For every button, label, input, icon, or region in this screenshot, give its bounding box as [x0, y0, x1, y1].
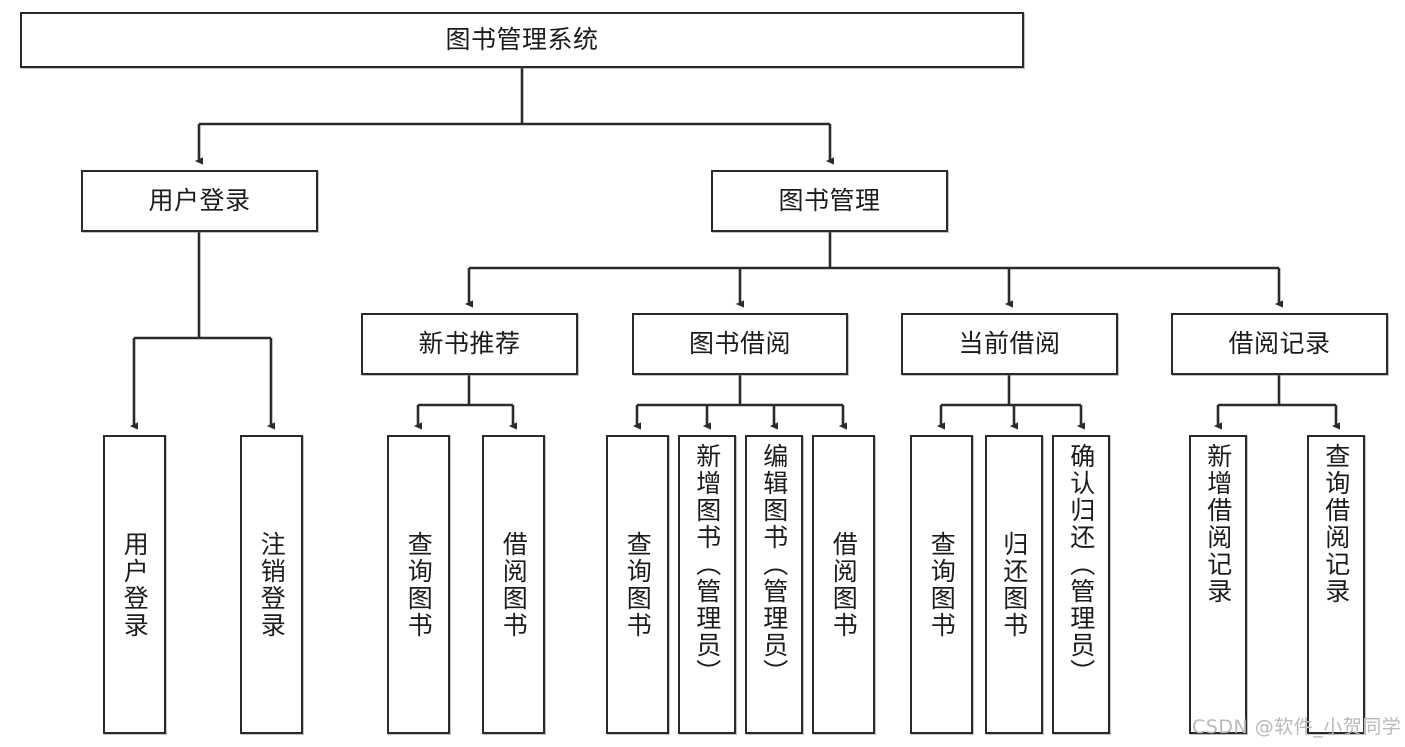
leaf-add-book[interactable]: 新增图书（管理员） — [678, 435, 736, 734]
connector-group-user-login — [129, 232, 276, 430]
leaf-borrow-book-rec[interactable]: 借阅图书 — [482, 435, 545, 734]
node-root-system[interactable]: 图书管理系统 — [20, 12, 1024, 68]
connector-group-root — [194, 68, 835, 165]
node-new-book-recommend[interactable]: 新书推荐 — [361, 313, 578, 375]
node-current-borrow[interactable]: 当前借阅 — [901, 313, 1118, 375]
leaf-confirm-return[interactable]: 确认归还（管理员） — [1052, 435, 1110, 734]
leaf-query-book-cur[interactable]: 查询图书 — [910, 435, 973, 734]
leaf-edit-book[interactable]: 编辑图书（管理员） — [745, 435, 803, 734]
leaf-query-borrow-rec[interactable]: 查询借阅记录 — [1307, 435, 1365, 734]
node-label: 新增借阅记录 — [1203, 443, 1233, 605]
connector-group-book-borrow — [632, 375, 848, 430]
node-label: 借阅图书 — [499, 530, 529, 639]
node-label: 新增图书（管理员） — [692, 443, 722, 686]
node-label: 新书推荐 — [418, 329, 521, 359]
leaf-return-book[interactable]: 归还图书 — [985, 435, 1043, 734]
node-label: 查询图书 — [623, 530, 653, 639]
node-label: 查询借阅记录 — [1321, 443, 1351, 605]
leaf-add-borrow-rec[interactable]: 新增借阅记录 — [1189, 435, 1247, 734]
node-book-borrow[interactable]: 图书借阅 — [632, 313, 848, 375]
node-label: 归还图书 — [999, 530, 1029, 639]
node-label: 确认归还（管理员） — [1066, 443, 1096, 686]
connector-group-borrow-record — [1213, 375, 1341, 430]
leaf-query-book-bor[interactable]: 查询图书 — [606, 435, 669, 734]
node-label: 查询图书 — [404, 530, 434, 639]
leaf-borrow-book[interactable]: 借阅图书 — [812, 435, 875, 734]
node-user-login[interactable]: 用户登录 — [81, 170, 318, 232]
connector-group-new-book-rec — [413, 375, 518, 430]
node-label: 借阅记录 — [1228, 329, 1331, 359]
node-borrow-record[interactable]: 借阅记录 — [1171, 313, 1388, 375]
node-label: 当前借阅 — [958, 329, 1061, 359]
leaf-user-login[interactable]: 用户登录 — [103, 435, 166, 734]
node-label: 图书管理系统 — [445, 25, 599, 55]
node-book-manage[interactable]: 图书管理 — [711, 170, 948, 232]
node-label: 编辑图书（管理员） — [759, 443, 789, 686]
node-label: 用户登录 — [120, 530, 150, 639]
node-label: 图书借阅 — [688, 329, 791, 359]
node-label: 借阅图书 — [829, 530, 859, 639]
node-label: 用户登录 — [148, 186, 251, 216]
connector-group-book-manage — [464, 232, 1284, 308]
node-label: 查询图书 — [927, 530, 957, 639]
leaf-query-book-rec[interactable]: 查询图书 — [387, 435, 450, 734]
leaf-user-logout[interactable]: 注销登录 — [240, 435, 303, 734]
connector-group-current-borrow — [936, 375, 1086, 430]
node-label: 注销登录 — [257, 530, 287, 639]
node-label: 图书管理 — [778, 186, 881, 216]
